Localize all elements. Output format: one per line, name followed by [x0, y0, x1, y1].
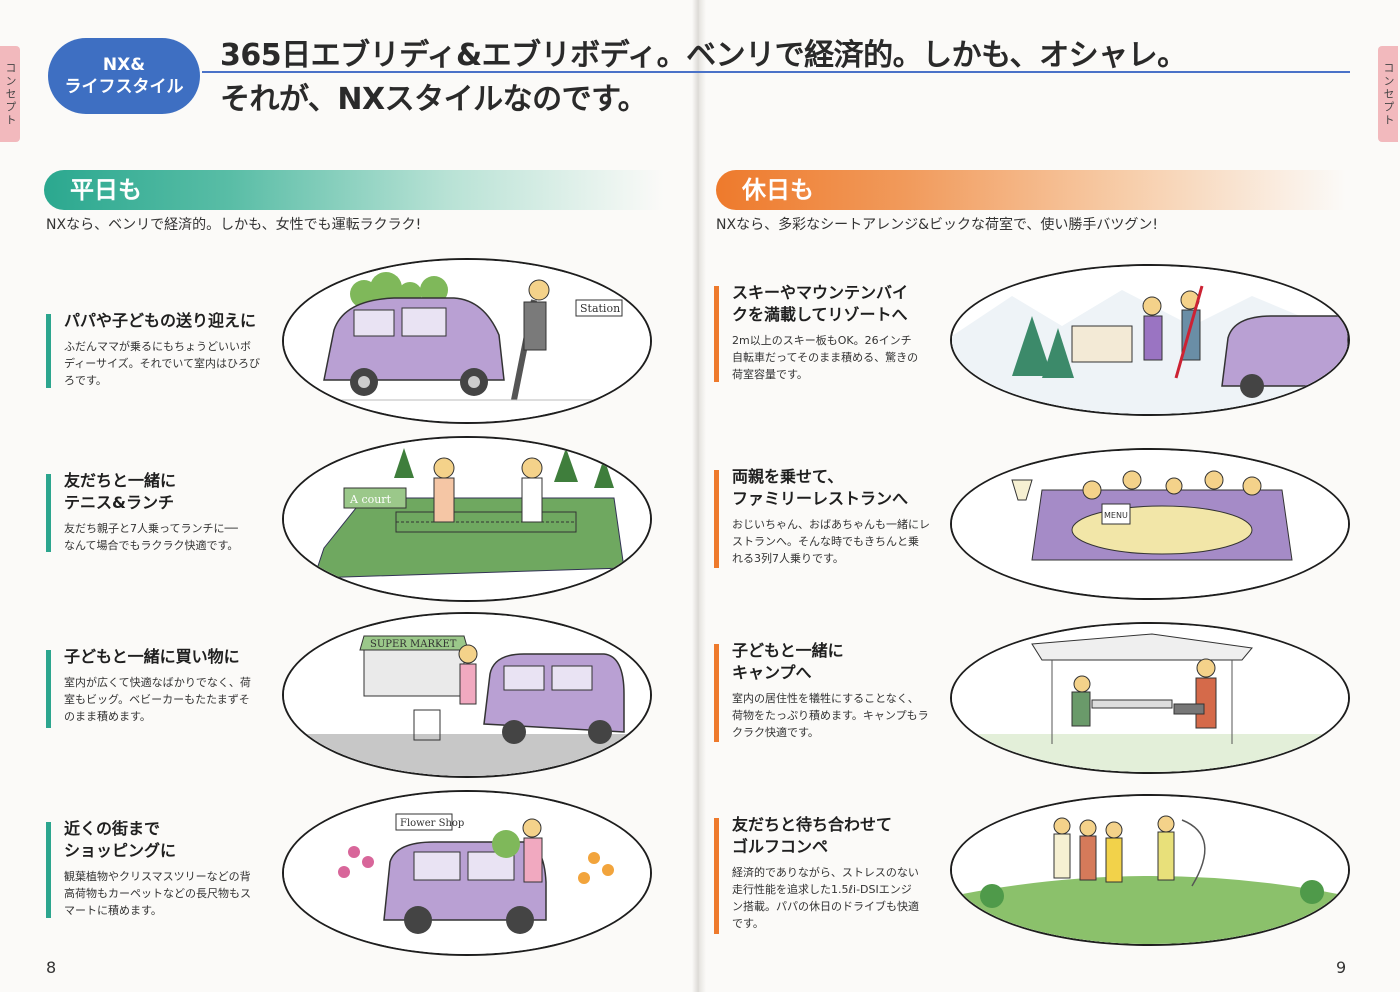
item-desc: ふだんママが乗るにもちょうどいいボ ディーサイズ。それでいて室内はひろび ろです…: [64, 340, 261, 387]
illustration-family-restaurant: MENU: [950, 448, 1350, 600]
page-number-left: 8: [46, 958, 57, 977]
sign-supermarket: SUPER MARKET: [370, 639, 457, 650]
page-number-right: 9: [1336, 958, 1347, 977]
accent-bar: [46, 650, 51, 728]
side-tab-left: コンセプト: [0, 46, 20, 142]
holiday-subtitle: NXなら、多彩なシートアレンジ&ビックな荷室で、使い勝手バツグン!: [716, 217, 1159, 233]
weekday-item-4: 近くの街まで ショッピングに 観葉植物やクリスマスツリーなどの背 高荷物もカーペ…: [46, 818, 276, 919]
illustration-flower-shop: Flower Shop: [282, 790, 652, 956]
item-desc: 室内の居住性を犠牲にすることなく、 荷物をたっぷり積めます。キャンプもラ クラク…: [732, 692, 929, 739]
item-title: 両親を乗せて、 ファミリーレストランへ: [732, 467, 909, 508]
badge-line1: NX&: [102, 55, 146, 75]
holiday-item-2: 両親を乗せて、 ファミリーレストランへ おじいちゃん、おばあちゃんも一緒にレ ス…: [714, 466, 944, 568]
illustration-pickup: Station: [282, 258, 652, 424]
illustration-golf: [950, 794, 1350, 946]
weekday-item-2: 友だちと一緒に テニス&ランチ 友だち親子と7人乗ってランチに── なんて場合で…: [46, 470, 276, 554]
illustration-tennis: A court: [282, 436, 652, 602]
page-headline: 365日エブリディ&エブリボディ。ベンリで経済的。しかも、オシャレ。 それが、N…: [220, 34, 1187, 122]
badge-line2: ライフスタイル: [64, 77, 184, 97]
accent-bar: [714, 470, 719, 568]
sign-station: Station: [580, 302, 620, 315]
item-title: パパや子どもの送り迎えに: [64, 311, 257, 330]
holiday-item-1: スキーやマウンテンバイ クを満載してリゾートへ 2m以上のスキー板もOK。26イ…: [714, 282, 944, 383]
item-title: 子どもと一緒に買い物に: [64, 647, 240, 666]
item-desc: 室内が広くて快適なばかりでなく、荷 室もビッグ。ベビーカーもたたまずそ のまま積…: [64, 676, 251, 723]
weekday-section-title: 平日も: [44, 170, 664, 210]
headline-line2: それが、NXスタイルなのです。: [220, 82, 648, 117]
item-desc: 観葉植物やクリスマスツリーなどの背 高荷物もカーペットなどの長尺物もス マートに…: [64, 870, 251, 917]
item-title: スキーやマウンテンバイ クを満載してリゾートへ: [732, 283, 909, 324]
item-desc: 友だち親子と7人乗ってランチに── なんて場合でもラクラク快適です。: [64, 522, 239, 552]
headline-line1: 365日エブリディ&エブリボディ。ベンリで経済的。しかも、オシャレ。: [220, 38, 1187, 73]
side-tab-right: コンセプト: [1378, 46, 1398, 142]
holiday-section-title: 休日も: [716, 170, 1346, 210]
item-title: 近くの街まで ショッピングに: [64, 819, 177, 860]
accent-bar: [46, 822, 51, 918]
holiday-item-4: 友だちと待ち合わせて ゴルフコンペ 経済的でありながら、ストレスのない 走行性能…: [714, 814, 944, 934]
sign-menu: MENU: [1104, 511, 1128, 520]
item-desc: 2m以上のスキー板もOK。26インチ 自転車だってそのまま積める、驚きの 荷室容…: [732, 334, 919, 381]
illustration-shopping: SUPER MARKET: [282, 612, 652, 778]
sign-flower-shop: Flower Shop: [400, 818, 464, 829]
weekday-item-3: 子どもと一緒に買い物に 室内が広くて快適なばかりでなく、荷 室もビッグ。ベビーカ…: [46, 646, 276, 728]
accent-bar: [46, 314, 51, 388]
book-gutter: [692, 0, 706, 992]
item-title: 友だちと待ち合わせて ゴルフコンペ: [732, 815, 893, 856]
item-desc: おじいちゃん、おばあちゃんも一緒にレ ストランへ。そんな時でもきちんと乗 れる3…: [732, 518, 930, 565]
weekday-item-1: パパや子どもの送り迎えに ふだんママが乗るにもちょうどいいボ ディーサイズ。それ…: [46, 310, 276, 389]
accent-bar: [714, 644, 719, 742]
illustration-ski-resort: [950, 264, 1350, 416]
weekday-subtitle: NXなら、ベンリで経済的。しかも、女性でも運転ラクラク!: [46, 217, 422, 233]
accent-bar: [714, 818, 719, 934]
holiday-item-3: 子どもと一緒に キャンプへ 室内の居住性を犠牲にすることなく、 荷物をたっぷり積…: [714, 640, 944, 742]
headline-rule: [202, 71, 1350, 73]
sign-court: A court: [349, 493, 392, 506]
accent-bar: [46, 474, 51, 552]
item-title: 友だちと一緒に テニス&ランチ: [64, 471, 177, 512]
item-desc: 経済的でありながら、ストレスのない 走行性能を追求した1.5ℓi-DSIエンジ …: [732, 866, 919, 930]
illustration-camping: [950, 622, 1350, 774]
section-badge: NX& ライフスタイル: [48, 38, 200, 114]
accent-bar: [714, 286, 719, 382]
item-title: 子どもと一緒に キャンプへ: [732, 641, 844, 682]
